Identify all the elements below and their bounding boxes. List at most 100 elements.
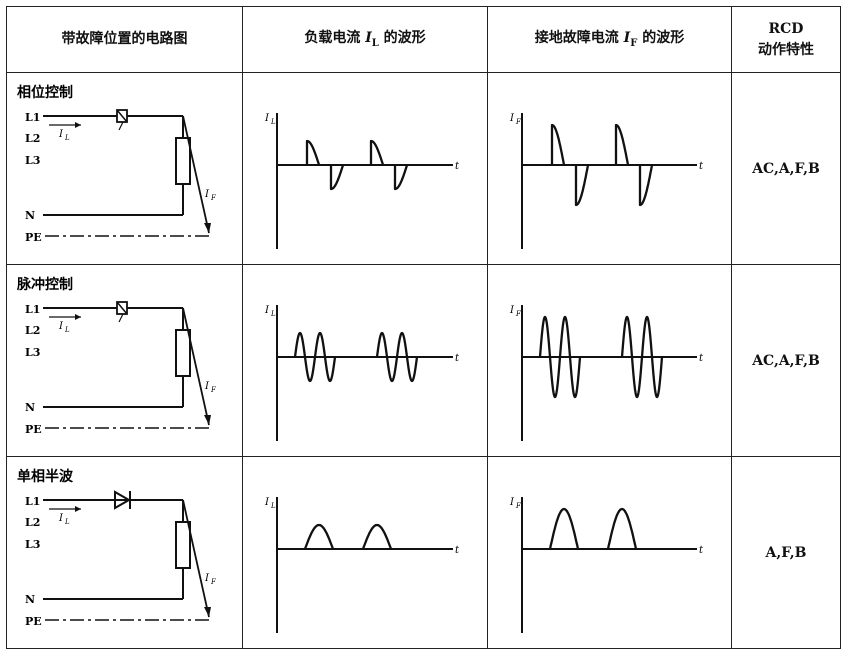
wave-positive-pulse bbox=[369, 139, 385, 166]
wave-positive-pulse bbox=[550, 123, 566, 166]
axis-label-t: t bbox=[455, 545, 460, 556]
axis-label-t: t bbox=[699, 161, 704, 172]
rcd-characteristics: AC,A,F,B bbox=[731, 72, 841, 265]
axis-label-t: t bbox=[455, 353, 460, 364]
diode-icon bbox=[114, 490, 132, 510]
fault-path bbox=[182, 499, 210, 618]
label-l2: L2 bbox=[25, 324, 40, 337]
axis-label-if-sub: F bbox=[515, 310, 522, 318]
axis-label-if-sub: F bbox=[515, 502, 522, 510]
thyristor-gate bbox=[118, 121, 124, 131]
label-l1: L1 bbox=[25, 303, 40, 316]
header-fault-var: I bbox=[623, 30, 631, 47]
row-title: 脉冲控制 bbox=[16, 276, 73, 293]
fault-arrow-head bbox=[204, 223, 211, 233]
label-n: N bbox=[25, 209, 35, 222]
fault-path bbox=[182, 307, 210, 426]
wave-negative-pulse bbox=[574, 164, 590, 207]
wave-half-pulse bbox=[606, 507, 638, 550]
axis-label-il-sub: L bbox=[270, 502, 276, 510]
axis-label-il-sub: L bbox=[270, 310, 276, 318]
rcd-characteristics: A,F,B bbox=[731, 456, 841, 649]
wave-burst bbox=[375, 331, 419, 383]
label-l3: L3 bbox=[25, 346, 40, 359]
header-load-current: 负载电流 IL 的波形 bbox=[242, 6, 488, 73]
label-il-sub: L bbox=[64, 326, 70, 334]
header-fault-prefix: 接地故障电流 bbox=[534, 30, 624, 47]
axis-label-if-var: I bbox=[509, 497, 515, 508]
fault-arrow-head bbox=[204, 607, 211, 617]
header-circuit: 带故障位置的电路图 bbox=[6, 6, 243, 73]
wave-half-pulse bbox=[361, 523, 393, 550]
load-resistor bbox=[175, 137, 191, 185]
rcd-characteristics: AC,A,F,B bbox=[731, 264, 841, 457]
header-load-sub: L bbox=[371, 37, 379, 49]
label-if-var: I bbox=[204, 573, 210, 584]
row-title: 单相半波 bbox=[17, 468, 74, 485]
label-pe: PE bbox=[25, 231, 42, 244]
fault-path bbox=[182, 115, 210, 234]
current-arrow-head bbox=[75, 122, 81, 128]
label-l1: L1 bbox=[25, 111, 40, 124]
axis-label-il-sub: L bbox=[270, 118, 276, 126]
label-n: N bbox=[25, 401, 35, 414]
axis-label-il-var: I bbox=[264, 305, 270, 316]
header-load-suffix: 的波形 bbox=[378, 30, 426, 47]
header-rcd-line1: RCD bbox=[768, 20, 804, 37]
thyristor-mark bbox=[116, 301, 128, 315]
wave-half-pulse bbox=[548, 507, 580, 550]
axis-label-if-var: I bbox=[509, 305, 515, 316]
wave-positive-pulse bbox=[305, 139, 321, 166]
label-n: N bbox=[25, 593, 35, 606]
label-l3: L3 bbox=[25, 154, 40, 167]
axis-label-t: t bbox=[699, 353, 704, 364]
label-if-var: I bbox=[204, 381, 210, 392]
current-arrow-head bbox=[75, 314, 81, 320]
load-resistor bbox=[175, 521, 191, 569]
wave-positive-pulse bbox=[614, 123, 630, 166]
label-l2: L2 bbox=[25, 516, 40, 529]
label-if-var: I bbox=[204, 189, 210, 200]
thyristor-gate bbox=[118, 313, 124, 323]
axis-label-il-var: I bbox=[264, 113, 270, 124]
thyristor-mark bbox=[116, 109, 128, 123]
current-arrow-head bbox=[75, 506, 81, 512]
header-fault-current: 接地故障电流 IF 的波形 bbox=[487, 6, 732, 73]
axis-label-il-var: I bbox=[264, 497, 270, 508]
header-fault-suffix: 的波形 bbox=[637, 30, 685, 47]
label-il-sub: L bbox=[64, 518, 70, 526]
label-if-sub: F bbox=[210, 578, 217, 586]
label-if-sub: F bbox=[210, 386, 217, 394]
label-pe: PE bbox=[25, 615, 42, 628]
load-resistor bbox=[175, 329, 191, 377]
label-l2: L2 bbox=[25, 132, 40, 145]
